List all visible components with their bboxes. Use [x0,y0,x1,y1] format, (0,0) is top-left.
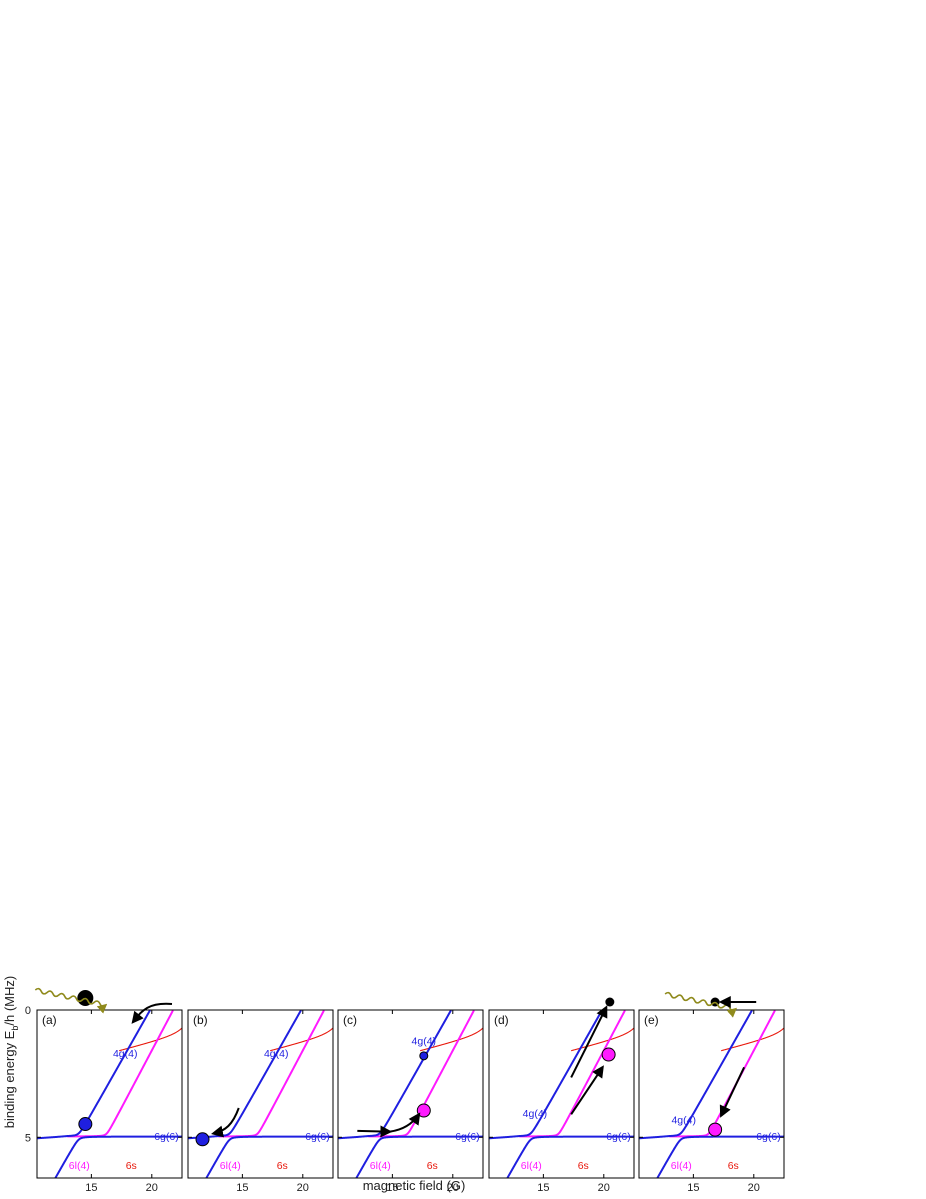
label-6s: 6s [126,1160,137,1172]
label-4g4: 4g(4) [264,1048,289,1060]
x-tick-label: 15 [236,1182,248,1194]
x-tick-label: 20 [146,1182,158,1194]
chart-panel-1: 15 20 0 5 (a) 4g(4) 6g(6) 6l(4) 6s [25,987,183,1194]
molecule-marker [416,1103,431,1118]
panel-frame [337,1009,484,1179]
panel-frame [187,1009,334,1179]
curve-6g6 [205,1135,333,1178]
label-6s: 6s [277,1160,288,1172]
curve-4g4 [188,1010,302,1140]
dissociation-arrow [570,1005,608,1078]
sweep-arrow [570,1065,604,1115]
panel-label: (d) [494,1013,509,1027]
curve-6g6 [54,1135,182,1178]
label-6g6: 6g(6) [455,1131,480,1143]
x-tick-label: 20 [598,1182,610,1194]
molecule-marker [419,1051,429,1061]
label-6g6: 6g(6) [756,1131,781,1143]
molecule-marker [78,1117,93,1132]
chart-panel-4: 15 20 (d) 4g(4) 6g(6) 6l(4) 6s [488,997,635,1194]
curve-6l4 [368,1010,475,1138]
label-6l4: 6l(4) [69,1160,90,1172]
transfer-arrow [389,1112,421,1133]
label-6s: 6s [728,1160,739,1172]
label-6l4: 6l(4) [220,1160,241,1172]
x-axis-title: magnetic field (G) [363,1178,466,1193]
label-6g6: 6g(6) [154,1131,179,1143]
x-tick-label: 20 [748,1182,760,1194]
label-6g6: 6g(6) [606,1131,631,1143]
label-6g6: 6g(6) [305,1131,330,1143]
panel-label: (a) [42,1013,57,1027]
panel-frame [36,1009,183,1179]
curves-group [188,1010,333,1178]
panel-frame [638,1009,785,1179]
sweep-arrow [211,1107,240,1138]
x-tick-label: 20 [297,1182,309,1194]
panel-frame [488,1009,635,1179]
curves-group [37,1010,182,1178]
chart-panel-3: 15 20 (c) 4g(4) 6g(6) 6l(4) 6s [337,1009,484,1194]
x-tick-label: 15 [85,1182,97,1194]
label-4g4: 4g(4) [113,1048,138,1060]
curve-6g6 [506,1135,634,1178]
x-tick-label: 15 [687,1182,699,1194]
x-tick-label: 20 [447,1182,459,1194]
curve-4g4 [639,1010,753,1140]
y-axis-title: binding energy Eb/h (MHz) [2,976,20,1128]
curve-6l4 [67,1010,174,1138]
curves-group [489,1010,634,1178]
x-tick-label: 15 [386,1182,398,1194]
curves-group [338,1010,483,1178]
label-6s: 6s [427,1160,438,1172]
curve-6l4 [218,1010,325,1138]
panels-group: 15 20 0 5 (a) 4g(4) 6g(6) 6l(4) 6s 15 20 (b) 4g(4) 6g… [25,987,785,1194]
panel-label: (e) [644,1013,659,1027]
label-4g4: 4g(4) [671,1114,696,1126]
curve-6l4 [519,1010,626,1138]
chart-panel-5: 15 20 (e) 4g(4) 6g(6) 6l(4) 6s [638,991,785,1194]
curve-6g6 [656,1135,784,1178]
y-tick-label: 0 [25,1005,31,1017]
curve-4g4 [37,1010,151,1140]
y-tick-label: 5 [25,1132,31,1144]
curve-4g4 [338,1010,452,1140]
x-tick-label: 15 [537,1182,549,1194]
label-6l4: 6l(4) [521,1160,542,1172]
label-6l4: 6l(4) [671,1160,692,1172]
photon-icon [34,987,108,1014]
molecule-marker [195,1132,210,1147]
label-4g4: 4g(4) [412,1035,437,1047]
curve-6g6 [355,1135,483,1178]
sweep-arrow [131,1002,173,1024]
sweep-arrow [357,1125,393,1138]
free-atom-marker [605,997,615,1007]
molecule-marker [601,1047,616,1062]
curve-4g4 [489,1010,603,1140]
label-6s: 6s [578,1160,589,1172]
chart-panel-2: 15 20 (b) 4g(4) 6g(6) 6l(4) 6s [187,1009,334,1194]
molecule-marker [708,1122,723,1137]
label-4g4: 4g(4) [523,1108,548,1120]
sweep-arrow [719,1066,746,1118]
panel-label: (b) [193,1013,208,1027]
curves-group [639,1010,784,1178]
panel-label: (c) [343,1013,357,1027]
label-6l4: 6l(4) [370,1160,391,1172]
